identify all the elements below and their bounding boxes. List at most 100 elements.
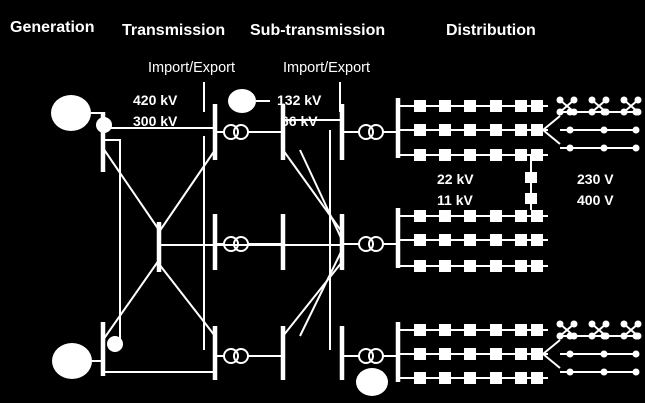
voltage-label-132kv: 132 kV [277,92,322,108]
load-box [490,100,502,112]
load-box [439,210,451,222]
load-box [531,234,543,246]
lv-node [602,96,610,104]
load-box [490,348,502,360]
lv-node [600,368,608,376]
distribution-feeders [398,100,548,384]
load-box [464,100,476,112]
import-export-label-subtransmission: Import/Export [283,60,370,76]
lv-node [588,332,596,340]
load-box [439,234,451,246]
lv-node [566,350,574,358]
lv-line [542,353,561,369]
lv-node [570,332,578,340]
load-box [490,149,502,161]
lv-node [602,108,610,116]
load-box [464,372,476,384]
low-voltage-networks [542,96,642,376]
feeder-tie [525,155,537,210]
lv-node [566,368,574,376]
load-box [531,324,543,336]
load-box [439,324,451,336]
generator-icon [52,343,92,379]
load-box [531,348,543,360]
header-transmission: Transmission [122,22,225,39]
voltage-label-230v: 230 V [577,171,614,187]
import-export-label-transmission: Import/Export [148,60,235,76]
generator-icon [356,368,388,396]
lv-node [588,108,596,116]
transmission-lines [102,127,283,373]
load-box [515,260,527,272]
transformer-icon [342,124,398,140]
lv-node [634,332,642,340]
load-box [414,210,426,222]
lv-node [588,96,596,104]
load-box [490,124,502,136]
load-box [490,234,502,246]
lv-node [570,108,578,116]
lv-node [620,320,628,328]
lv-node [634,320,642,328]
load-box [490,324,502,336]
load-box [439,100,451,112]
transformer-icon [215,348,283,364]
load-box [464,210,476,222]
lv-node [556,320,564,328]
lv-node [632,368,640,376]
load-box [439,372,451,384]
lv-node [588,320,596,328]
lv-node [600,126,608,134]
header-generation: Generation [10,19,94,36]
lv-node [602,320,610,328]
generator-icon [51,95,91,131]
load-box [531,124,543,136]
voltage-label-420kv: 420 kV [133,92,178,108]
transformer-icon [342,236,398,252]
voltage-label-11kv: 11 kV [437,192,473,208]
header-distribution: Distribution [446,22,536,39]
load-box [515,210,527,222]
voltage-label-300kv: 300 kV [133,113,178,129]
load-box [464,124,476,136]
load-box [515,324,527,336]
transformer-icon [215,124,283,140]
load-box [414,149,426,161]
lv-node [632,350,640,358]
voltage-label-22kv: 22 kV [437,171,474,187]
lv-node [556,332,564,340]
lv-node [634,96,642,104]
load-box [515,124,527,136]
lv-node [620,96,628,104]
load-box [464,348,476,360]
lv-line [542,339,561,355]
load-box [414,372,426,384]
header-subtransmission: Sub-transmission [250,22,385,39]
load-box [464,260,476,272]
transformer-icon [215,236,283,252]
lv-node [570,320,578,328]
lv-line [542,129,561,145]
load-box [531,372,543,384]
load-box [414,234,426,246]
lv-node [566,144,574,152]
lv-node [566,126,574,134]
load-box [490,260,502,272]
load-box [490,210,502,222]
load-box [531,100,543,112]
lv-node [602,332,610,340]
lv-node [632,144,640,152]
lv-node [600,144,608,152]
load-box [515,234,527,246]
lv-node [634,108,642,116]
lv-node [632,126,640,134]
load-box [414,260,426,272]
lv-node [556,96,564,104]
load-box [531,210,543,222]
load-box [490,372,502,384]
load-box [515,100,527,112]
subtransmission-lines [282,119,343,350]
lv-node [600,350,608,358]
load-box [464,324,476,336]
